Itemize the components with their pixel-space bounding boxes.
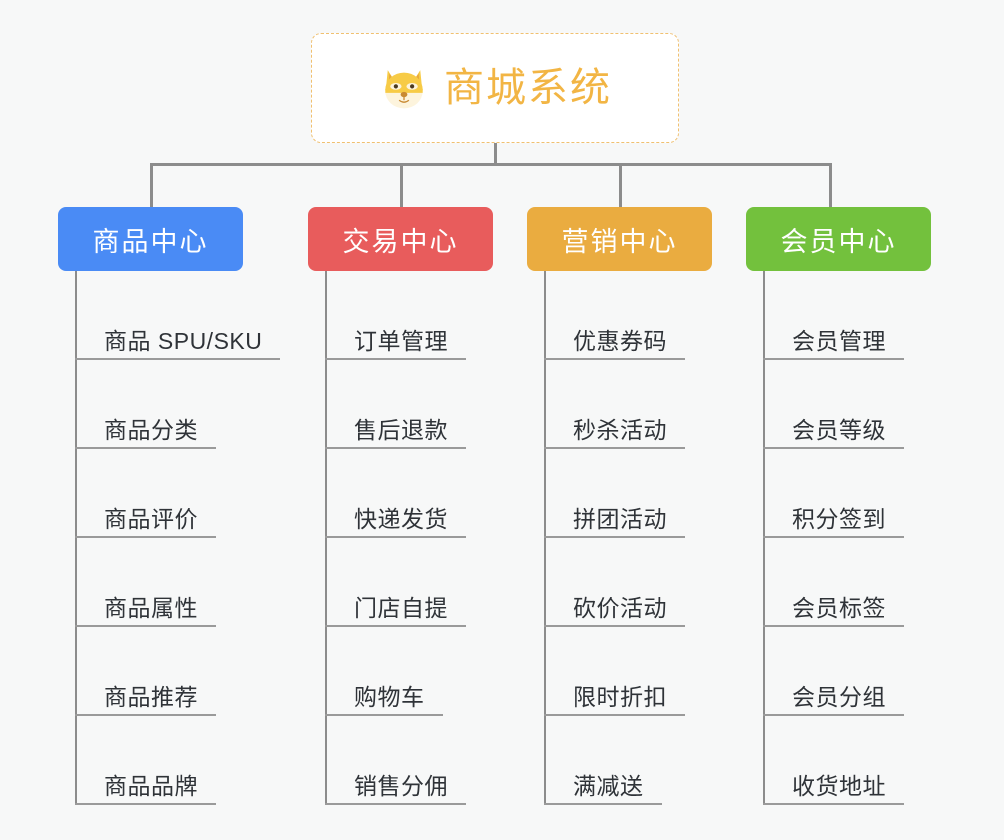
category-item-list-1: 商品 SPU/SKU 商品分类商品评价商品属性商品推荐商品品牌 [58,271,280,805]
list-item[interactable]: 秒杀活动 [544,360,685,449]
category-header-1[interactable]: 商品中心 [58,207,243,271]
list-item[interactable]: 会员等级 [763,360,904,449]
list-item-label: 优惠券码 [573,327,667,354]
category-item-list-2: 订单管理售后退款快递发货门店自提购物车销售分佣 [308,271,493,805]
connector-drop-4 [829,163,832,209]
list-item-label: 商品推荐 [104,683,198,710]
category-header-2[interactable]: 交易中心 [308,207,493,271]
list-item-label: 销售分佣 [354,772,448,799]
column-spine-1 [75,271,77,805]
category-column-4: 会员中心会员管理会员等级积分签到会员标签会员分组收货地址 [746,207,931,805]
list-item[interactable]: 销售分佣 [325,716,466,805]
list-item[interactable]: 收货地址 [763,716,904,805]
list-item[interactable]: 商品分类 [75,360,216,449]
list-item-label: 商品属性 [104,594,198,621]
category-header-label: 会员中心 [780,226,897,257]
category-column-3: 营销中心优惠券码秒杀活动拼团活动砍价活动限时折扣满减送 [527,207,712,805]
shiba-dog-icon [378,62,430,114]
list-item-label: 订单管理 [354,327,448,354]
list-item-label: 门店自提 [354,594,448,621]
column-spine-3 [544,271,546,805]
category-item-list-4: 会员管理会员等级积分签到会员标签会员分组收货地址 [746,271,931,805]
category-header-label: 营销中心 [561,226,678,257]
list-item-label: 拼团活动 [573,505,667,532]
list-item-label: 砍价活动 [573,594,667,621]
list-item-label: 商品品牌 [104,772,198,799]
list-item-label: 收货地址 [792,772,886,799]
list-item-label: 会员标签 [792,594,886,621]
list-item-label: 商品分类 [104,416,198,443]
list-item-label: 限时折扣 [573,683,667,710]
category-column-2: 交易中心订单管理售后退款快递发货门店自提购物车销售分佣 [308,207,493,805]
root-node[interactable]: 商城系统 [311,33,679,143]
list-item[interactable]: 快递发货 [325,449,466,538]
list-item-label: 秒杀活动 [573,416,667,443]
list-item[interactable]: 商品属性 [75,538,216,627]
list-item-label: 商品 SPU/SKU [104,327,263,354]
connector-drop-2 [400,163,403,209]
list-item-label: 满减送 [573,772,644,799]
category-header-3[interactable]: 营销中心 [527,207,712,271]
list-item-label: 售后退款 [354,416,448,443]
list-item[interactable]: 积分签到 [763,449,904,538]
connector-horizontal-bus [150,163,832,166]
list-item[interactable]: 商品 SPU/SKU [75,271,280,360]
connector-drop-1 [150,163,153,209]
root-title: 商城系统 [444,66,612,110]
list-item[interactable]: 砍价活动 [544,538,685,627]
list-item[interactable]: 满减送 [544,716,662,805]
list-item[interactable]: 拼团活动 [544,449,685,538]
list-item-label: 快递发货 [354,505,448,532]
list-item[interactable]: 售后退款 [325,360,466,449]
category-column-1: 商品中心商品 SPU/SKU 商品分类商品评价商品属性商品推荐商品品牌 [58,207,280,805]
column-spine-2 [325,271,327,805]
list-item-label: 商品评价 [104,505,198,532]
list-item[interactable]: 购物车 [325,627,443,716]
connector-drop-3 [619,163,622,209]
list-item[interactable]: 商品推荐 [75,627,216,716]
list-item-label: 会员管理 [792,327,886,354]
list-item-label: 购物车 [354,683,425,710]
column-spine-4 [763,271,765,805]
list-item[interactable]: 会员标签 [763,538,904,627]
category-header-label: 交易中心 [342,226,459,257]
list-item[interactable]: 商品品牌 [75,716,216,805]
list-item[interactable]: 门店自提 [325,538,466,627]
list-item[interactable]: 商品评价 [75,449,216,538]
list-item-label: 积分签到 [792,505,886,532]
category-header-4[interactable]: 会员中心 [746,207,931,271]
list-item[interactable]: 订单管理 [325,271,466,360]
category-item-list-3: 优惠券码秒杀活动拼团活动砍价活动限时折扣满减送 [527,271,712,805]
list-item-label: 会员分组 [792,683,886,710]
connector-root-stem [494,143,497,165]
list-item[interactable]: 优惠券码 [544,271,685,360]
category-header-label: 商品中心 [92,226,209,257]
list-item[interactable]: 限时折扣 [544,627,685,716]
list-item-label: 会员等级 [792,416,886,443]
list-item[interactable]: 会员管理 [763,271,904,360]
list-item[interactable]: 会员分组 [763,627,904,716]
